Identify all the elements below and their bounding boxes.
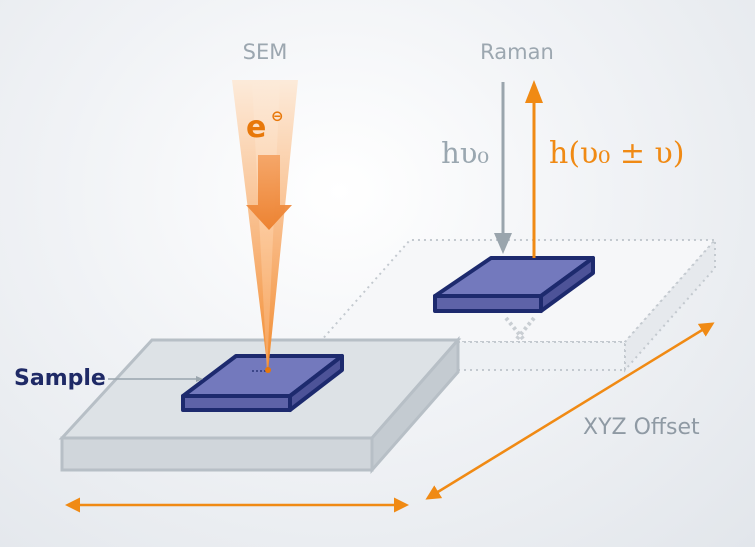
offset-arrow: [425, 322, 715, 500]
offset-label: XYZ Offset: [583, 415, 700, 440]
incident-photon-label: hυ₀: [441, 136, 489, 170]
raman-sample: [433, 256, 595, 313]
raman-label: Raman: [480, 40, 554, 64]
scattered-arrowhead: [525, 80, 543, 103]
electron-charge-icon: ⊖: [271, 107, 284, 125]
sem-sample: [181, 354, 344, 412]
electron-beam: [232, 80, 298, 373]
sem-label: SEM: [243, 40, 288, 64]
sample-label: Sample: [14, 366, 106, 391]
electron-label: e: [246, 110, 266, 145]
sample-pointer-arrowhead: [196, 376, 203, 382]
scattered-photon-label: h(υ₀ ± υ): [549, 136, 684, 171]
incident-arrowhead: [494, 233, 512, 254]
raman-arrows: [494, 80, 543, 258]
beam-direction-arrow: [246, 155, 292, 230]
